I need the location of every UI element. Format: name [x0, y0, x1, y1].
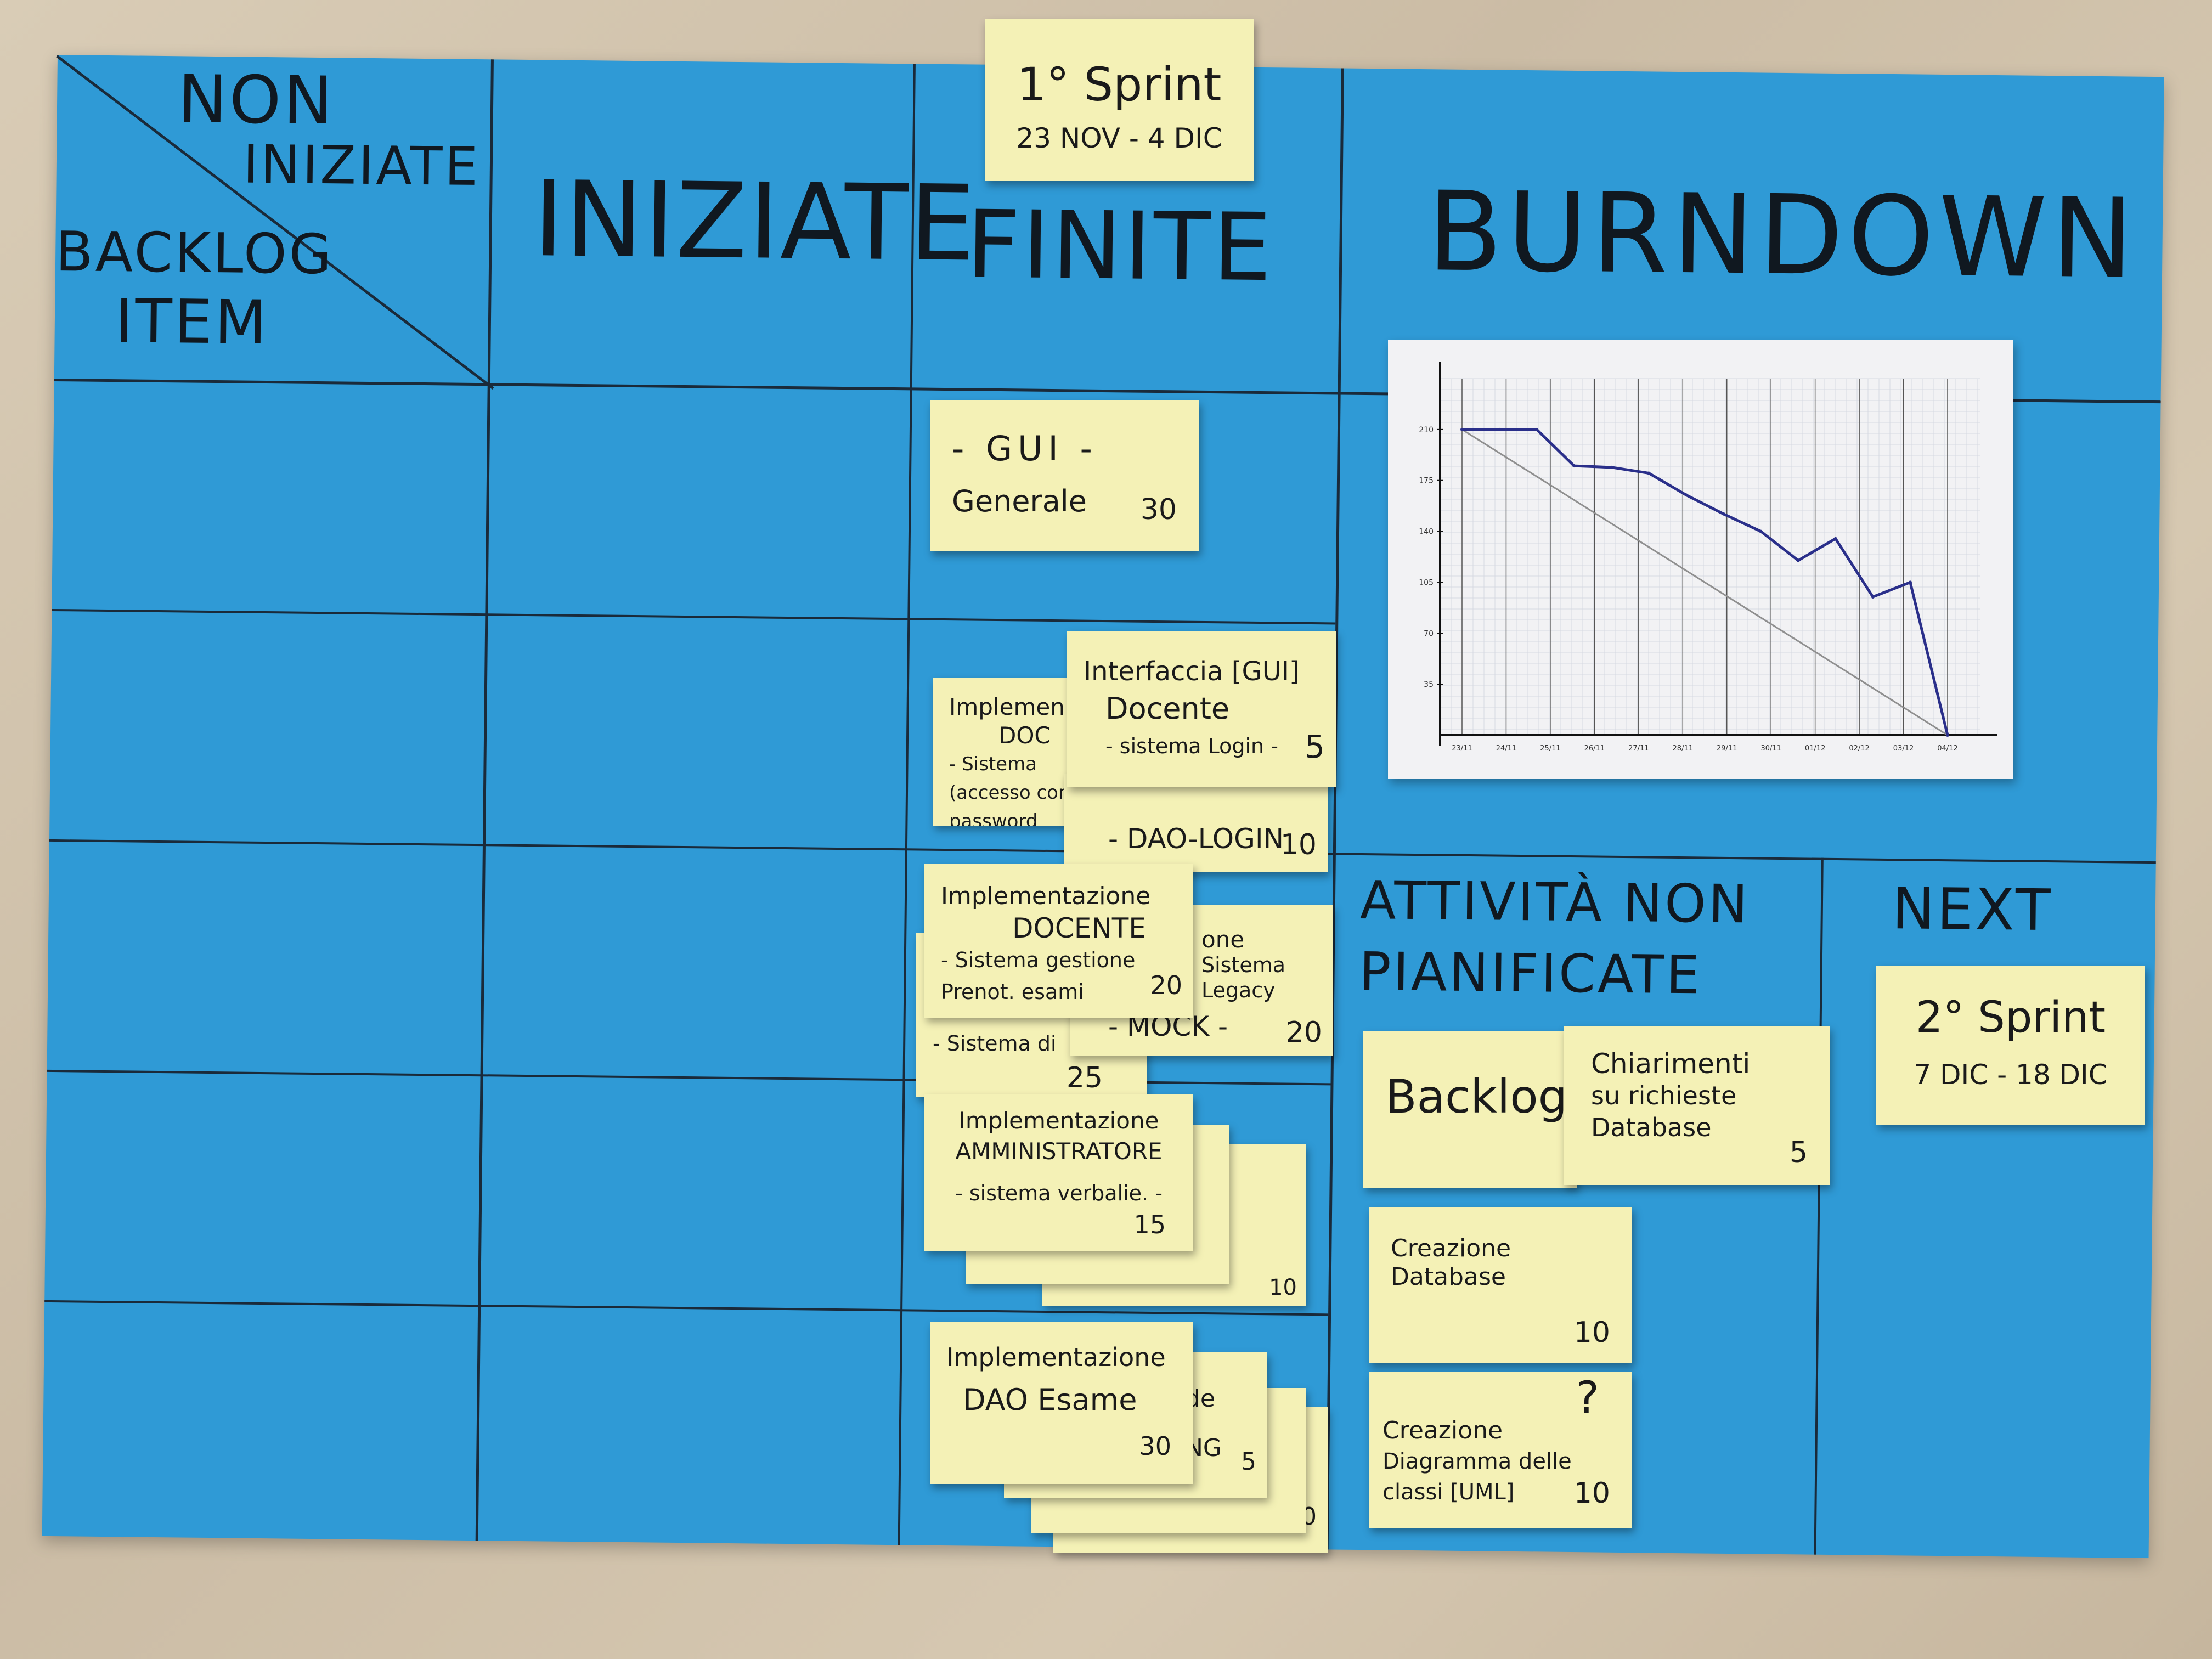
y-tick-label: 175: [1419, 477, 1434, 486]
unplanned-note: Creazione Database 10: [1369, 1207, 1632, 1363]
corner-label-top-2: INIZIATE: [242, 133, 481, 198]
data-point: [1684, 493, 1688, 497]
y-tick-label: 35: [1424, 680, 1434, 689]
actual-line: [1462, 428, 1949, 736]
unplanned-note: Creazione Diagramma delle classi [UML] ?…: [1369, 1372, 1632, 1528]
sprint-dates: 23 NOV - 4 DIC: [1016, 122, 1222, 154]
col-line-4: [1814, 857, 1824, 1555]
x-tick-label: 29/11: [1717, 744, 1737, 753]
next-sprint-dates: 7 DIC - 18 DIC: [1914, 1059, 2108, 1091]
y-tick-label: 70: [1424, 629, 1434, 638]
data-point: [1610, 465, 1613, 469]
corner-label-bottom-2: ITEM: [115, 286, 269, 358]
unplanned-note: Chiarimenti su richieste Database 5: [1564, 1026, 1830, 1185]
finished-note: Implementazione DAO Esame 30: [930, 1322, 1193, 1484]
data-point: [1722, 512, 1725, 516]
corner-label-top: NON: [177, 61, 335, 140]
data-point: [1647, 471, 1651, 475]
finished-note: Implementazione AMMINISTRATORE - sistema…: [924, 1094, 1193, 1251]
finished-note: Interfaccia [GUI] Docente - sistema Logi…: [1067, 631, 1336, 787]
unplanned-note-backlog: Backlog: [1363, 1031, 1577, 1188]
burndown-chart: 210 175 140 105 70 35 23/11 24/11 25/11 26/11 27/1…: [1388, 340, 2013, 779]
question-mark: ?: [1576, 1372, 1599, 1423]
column-header-burndown: BURNDOWN: [1426, 168, 2138, 303]
y-tick-label: 140: [1419, 528, 1434, 537]
finished-note: - GUI - Generale 30: [930, 400, 1199, 551]
col-line-1: [475, 59, 494, 1541]
column-header-finished: FINITE: [966, 190, 1274, 303]
unplanned-title-2: PIANIFICATE: [1359, 940, 1702, 1006]
data-point: [1796, 558, 1800, 562]
ideal-line: [1462, 428, 1948, 736]
x-tick-label: 03/12: [1893, 744, 1914, 753]
data-point: [1759, 529, 1763, 533]
data-point: [1871, 595, 1875, 599]
y-tick-label: 105: [1419, 578, 1434, 587]
x-tick-label: 27/11: [1628, 744, 1649, 753]
data-point: [1535, 427, 1539, 431]
finished-note-partial: - DAO-LOGIN 10: [1064, 774, 1328, 872]
data-point: [1498, 427, 1502, 431]
x-tick-label: 04/12: [1937, 744, 1957, 753]
x-tick-label: 25/11: [1540, 744, 1560, 753]
next-sprint-note: 2° Sprint 7 DIC - 18 DIC: [1876, 966, 2145, 1125]
x-tick-label: 30/11: [1760, 744, 1781, 753]
x-tick-label: 23/11: [1452, 744, 1472, 753]
x-tick-label: 01/12: [1805, 744, 1825, 753]
unplanned-title-1: ATTIVITÀ NON: [1359, 869, 1751, 935]
next-title: NEXT: [1892, 875, 2053, 944]
x-tick-label: 28/11: [1673, 744, 1693, 753]
row-line-1: [52, 608, 1336, 625]
data-point: [1946, 733, 1949, 737]
col-line-2: [898, 64, 916, 1545]
next-sprint-title: 2° Sprint: [1915, 993, 2106, 1042]
data-point: [1833, 537, 1837, 540]
data-point: [1460, 427, 1464, 431]
sprint-note: 1° Sprint 23 NOV - 4 DIC: [985, 19, 1254, 181]
data-point: [1908, 580, 1912, 584]
x-tick-label: 02/12: [1849, 744, 1869, 753]
x-tick-label: 24/11: [1496, 744, 1516, 753]
y-tick-label: 210: [1419, 426, 1434, 435]
col-line-3: [1325, 68, 1344, 1550]
burndown-chart-svg: 210 175 140 105 70 35 23/11 24/11 25/11 26/11 27/1…: [1419, 362, 1997, 753]
finished-note: Implementazione DOCENTE - Sistema gestio…: [924, 864, 1193, 1018]
sprint-title: 1° Sprint: [1017, 58, 1222, 111]
x-tick-label: 26/11: [1584, 744, 1605, 753]
data-point: [1572, 464, 1576, 468]
corner-label-bottom: BACKLOG: [55, 219, 334, 287]
column-header-started: INIZIATE: [532, 159, 977, 285]
